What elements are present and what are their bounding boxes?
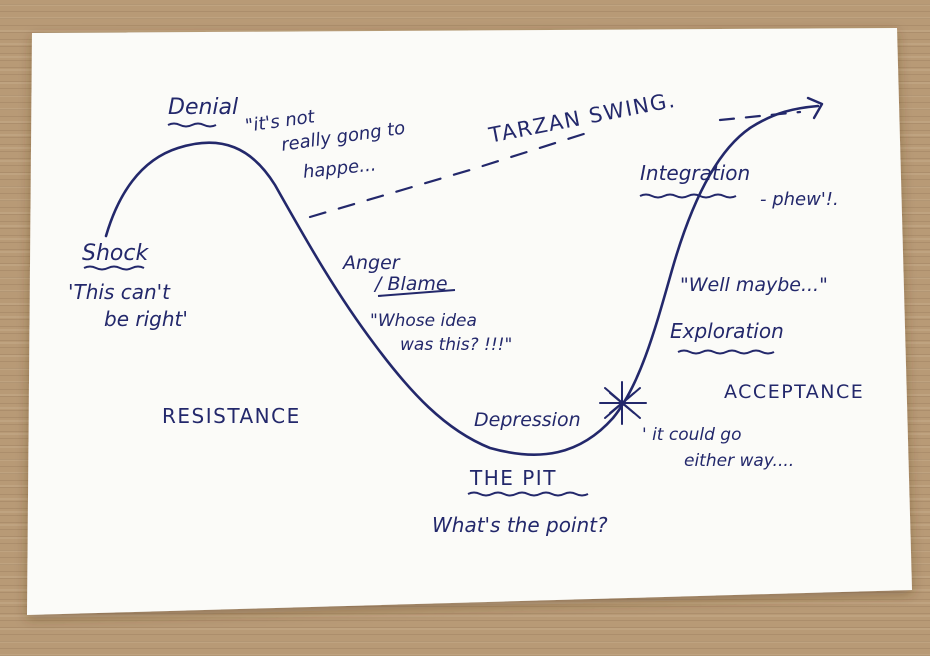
change-curve	[104, 104, 820, 456]
denial-underline	[167, 122, 217, 128]
blame-underline	[377, 289, 456, 297]
could-go-line1: ' it could go	[642, 425, 742, 445]
exploration-underline	[677, 349, 775, 355]
anger-label: Anger	[343, 252, 400, 274]
integration-underline	[639, 193, 737, 199]
shock-quote-line2: be right'	[104, 307, 188, 331]
arrow-head	[806, 96, 824, 120]
could-go-line2: either way....	[684, 451, 795, 471]
shock-quote-line1: 'This can't	[68, 280, 170, 304]
denial-label: Denial	[168, 95, 239, 120]
starburst-icon	[599, 381, 647, 425]
tarzan-swing-dashed-line-end	[718, 110, 802, 122]
exploration-quote: "Well maybe..."	[680, 274, 828, 296]
shock-underline	[83, 265, 145, 271]
shock-label: Shock	[82, 241, 149, 266]
acceptance-phase-label: ACCEPTANCE	[724, 381, 865, 403]
integration-note: - phew'!.	[760, 189, 839, 210]
exploration-label: Exploration	[670, 319, 784, 343]
anger-quote-line1: "Whose idea	[370, 311, 477, 331]
integration-label: Integration	[640, 161, 751, 185]
anger-quote-line2: was this? !!!"	[400, 335, 513, 355]
the-pit-quote: What's the point?	[432, 513, 608, 537]
the-pit-label: THE PIT	[470, 466, 557, 490]
blame-label: / Blame	[375, 273, 448, 295]
resistance-phase-label: RESISTANCE	[162, 404, 301, 428]
depression-label: Depression	[474, 409, 581, 431]
paper-sheet	[27, 28, 912, 615]
tarzan-swing-dashed-line	[308, 130, 592, 219]
pit-underline	[467, 491, 589, 497]
